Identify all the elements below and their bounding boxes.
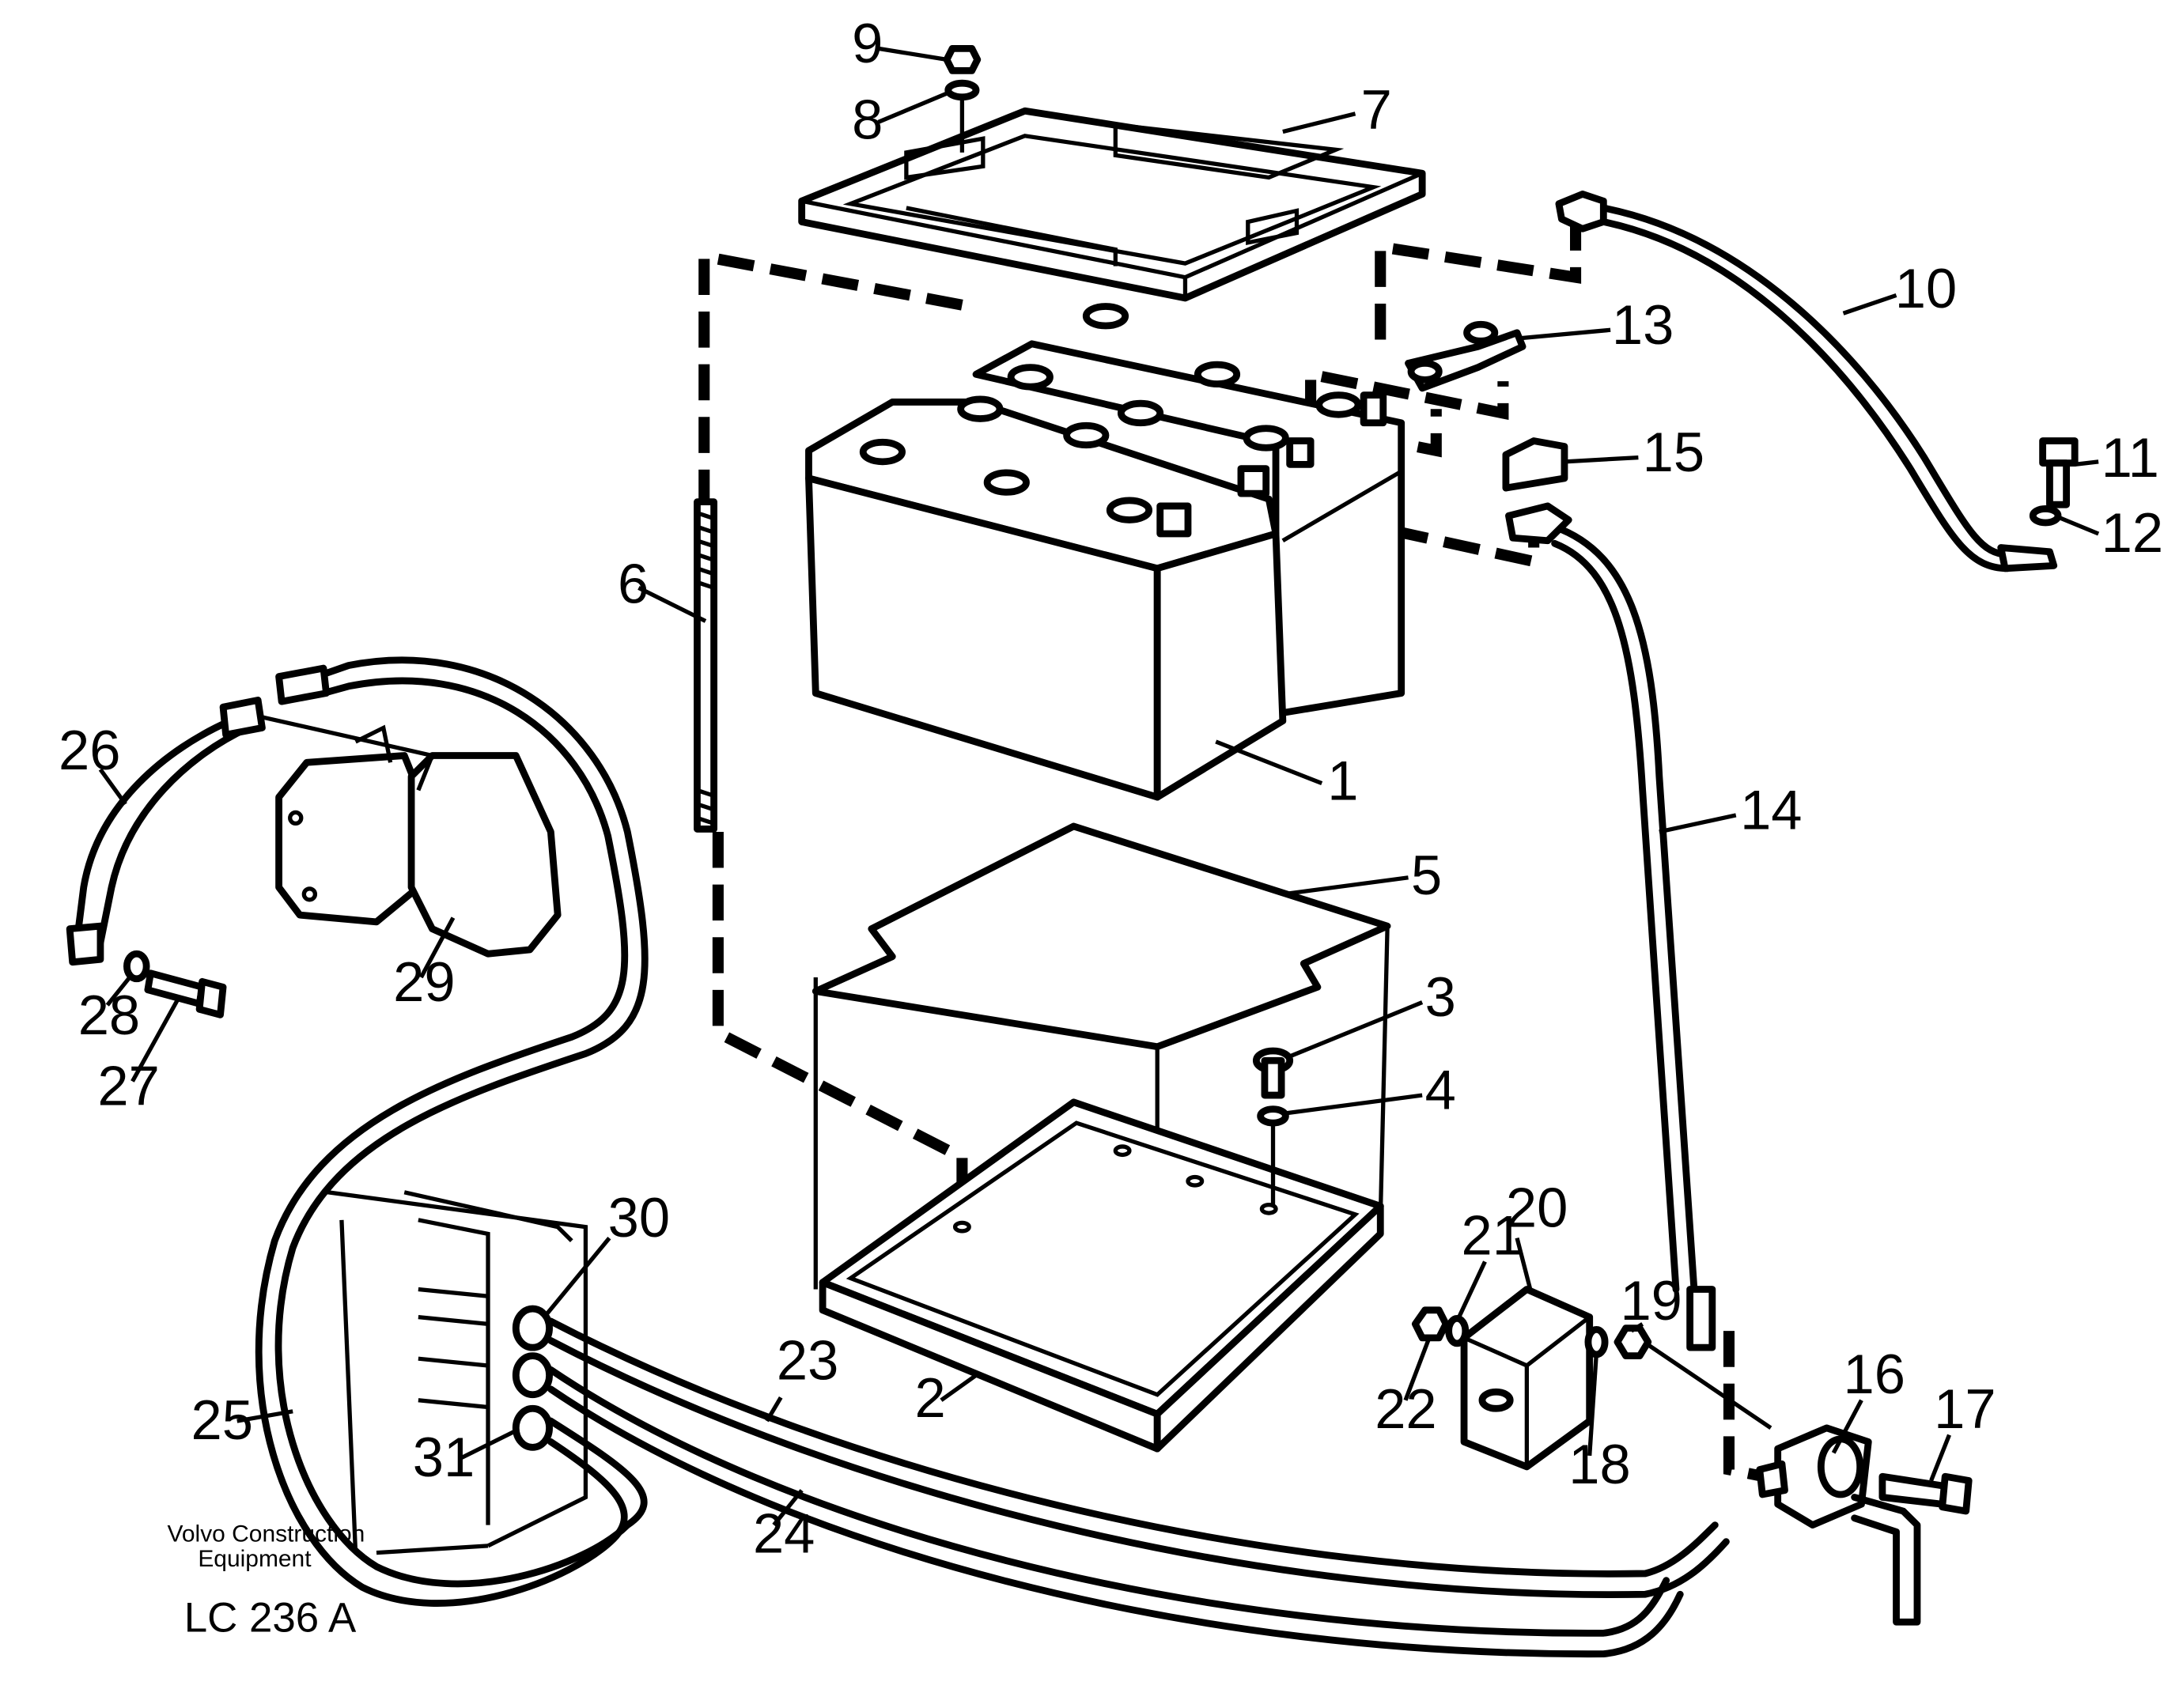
callout-22: 22 <box>1375 1377 1436 1440</box>
cable-25 <box>255 656 649 1607</box>
callout-9: 9 <box>852 12 883 74</box>
bolt-3 <box>1252 1047 1294 1099</box>
battery-box <box>813 928 1390 1453</box>
callout-16: 16 <box>1844 1343 1905 1405</box>
callout-5: 5 <box>1411 844 1442 906</box>
nut-22 <box>1411 1306 1450 1342</box>
callout-14: 14 <box>1740 779 1802 841</box>
callout-11: 11 <box>2102 426 2159 489</box>
cover-nut <box>943 44 982 74</box>
washer-21 <box>1445 1314 1470 1347</box>
cover-washer <box>944 79 980 101</box>
callout-3: 3 <box>1425 965 1456 1028</box>
washer-12 <box>2029 505 2062 527</box>
callout-23: 23 <box>777 1329 838 1392</box>
callout-30: 30 <box>608 1186 670 1249</box>
callout-27: 27 <box>97 1055 159 1117</box>
callout-25: 25 <box>191 1389 253 1451</box>
callout-21: 21 <box>1462 1204 1523 1267</box>
starter-motor <box>248 712 562 958</box>
battery <box>805 303 1405 801</box>
drawing-credit: Volvo Construction Equipment LC 236 A <box>168 1521 365 1642</box>
callout-28: 28 <box>78 984 140 1046</box>
bolt-17 <box>1878 1472 1973 1515</box>
nut-19 <box>1614 1324 1652 1360</box>
callout-6: 6 <box>618 553 649 615</box>
credit-line-2: Equipment <box>198 1546 312 1572</box>
callout-29: 29 <box>393 950 455 1013</box>
terminal-cap <box>1502 437 1568 492</box>
washer-4 <box>1257 1105 1289 1127</box>
cable-10 <box>1555 191 2058 572</box>
callout-31: 31 <box>413 1426 475 1488</box>
drawing-code: LC 236 A <box>184 1595 357 1642</box>
callout-26: 26 <box>59 719 120 781</box>
cable-gland-30 <box>512 1305 553 1351</box>
battery-cover <box>798 107 1426 302</box>
cable-gland-31 <box>512 1404 553 1451</box>
callout-24: 24 <box>753 1502 815 1565</box>
callout-17: 17 <box>1934 1377 1996 1440</box>
bolt-11 <box>2039 437 2079 508</box>
terminal-clamps <box>1405 320 1527 392</box>
callout-15: 15 <box>1643 421 1704 483</box>
callout-18: 18 <box>1568 1433 1630 1495</box>
ground-strap <box>66 697 266 966</box>
cable-23 <box>547 1317 1730 1598</box>
relay-cover <box>1460 1286 1594 1471</box>
cable-24 <box>547 1366 1684 1658</box>
washer-28 <box>123 950 150 983</box>
cable-gland-mid <box>512 1352 553 1399</box>
callout-10: 10 <box>1895 257 1957 319</box>
hold-down-rod <box>694 498 718 833</box>
callout-8: 8 <box>852 89 883 151</box>
callout-numbers: 9 8 7 10 11 12 13 15 6 1 14 5 3 4 20 21 … <box>59 12 2163 1565</box>
credit-line-1: Volvo Construction <box>168 1521 365 1547</box>
leader-lines <box>98 46 2100 1527</box>
callout-19: 19 <box>1620 1269 1682 1332</box>
bolt-27 <box>144 969 227 1018</box>
callout-13: 13 <box>1612 293 1674 356</box>
callout-4: 4 <box>1425 1059 1456 1121</box>
main-switch <box>1756 1424 1921 1626</box>
callout-7: 7 <box>1361 78 1392 141</box>
insulation-pad <box>812 822 1391 1051</box>
callout-12: 12 <box>2102 501 2163 564</box>
callout-20: 20 <box>1506 1177 1568 1239</box>
cable-14 <box>1505 502 1716 1351</box>
washer-18 <box>1584 1325 1609 1358</box>
callout-1: 1 <box>1327 750 1358 812</box>
callout-2: 2 <box>914 1366 945 1429</box>
